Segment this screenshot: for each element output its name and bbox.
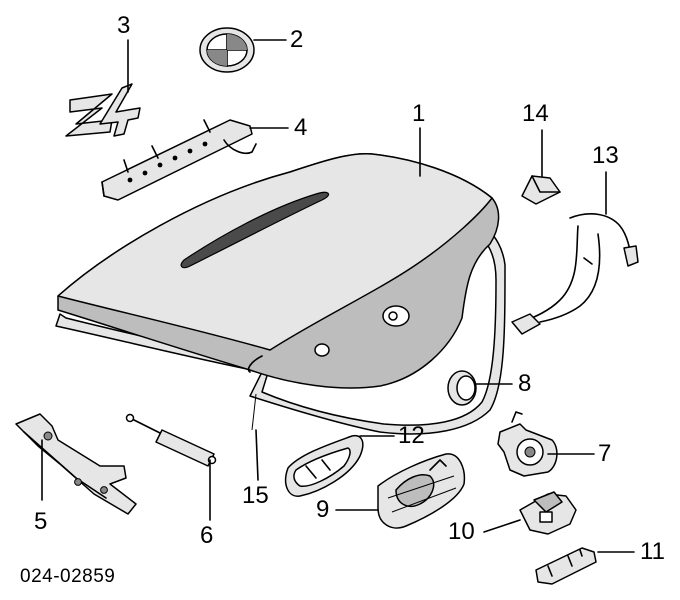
trunk-hinge <box>15 413 137 515</box>
callout-10: 10 <box>448 518 475 545</box>
roundel-emblem <box>199 27 255 73</box>
callout-2: 2 <box>290 26 304 53</box>
callout-11: 11 <box>640 538 665 565</box>
latch-actuator <box>497 411 558 477</box>
callout-12: 12 <box>398 422 425 449</box>
lock-mechanism <box>377 453 466 529</box>
callout-13: 13 <box>592 142 619 169</box>
callout-9: 9 <box>316 496 330 523</box>
callout-4: 4 <box>294 114 308 141</box>
diagram-part-code: 024-02859 <box>20 566 116 587</box>
callout-15: 15 <box>242 482 269 509</box>
gas-strut <box>125 413 217 467</box>
callout-1: 1 <box>412 100 426 127</box>
release-cable <box>511 213 639 335</box>
leader-lines <box>41 39 635 553</box>
callout-5: 5 <box>34 508 48 535</box>
callout-6: 6 <box>200 522 214 549</box>
callout-14: 14 <box>522 100 549 127</box>
trunk-lid <box>57 152 500 389</box>
interior-handle <box>284 434 364 497</box>
z4-badge <box>65 83 141 137</box>
trim-cover <box>521 175 561 205</box>
callout-7: 7 <box>598 440 612 467</box>
callout-8: 8 <box>518 370 532 397</box>
callout-3: 3 <box>117 12 131 39</box>
bushing <box>447 370 477 406</box>
trunk-latch <box>519 491 577 535</box>
latch-cover <box>535 547 597 585</box>
third-brake-lamp <box>101 119 257 201</box>
